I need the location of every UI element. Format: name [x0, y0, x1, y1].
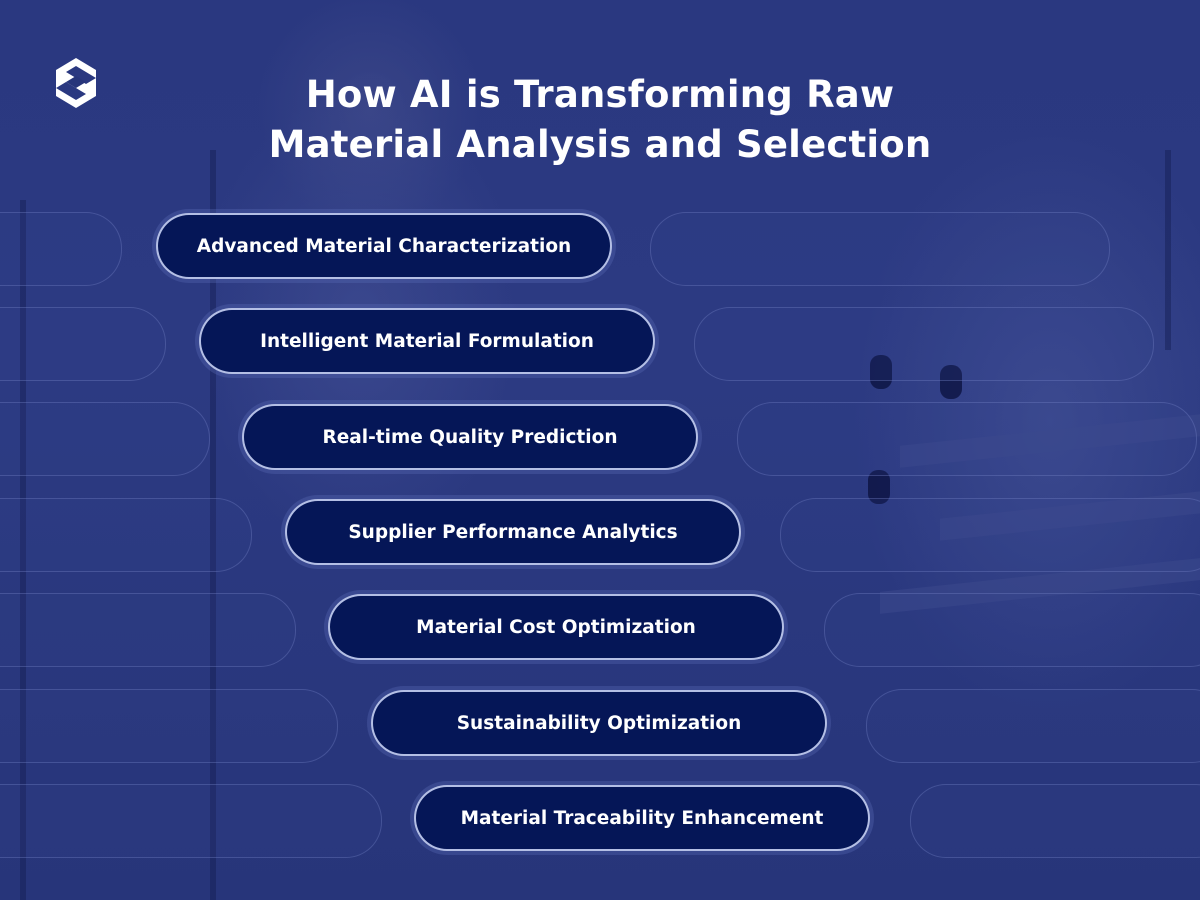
ghost-bubble: [0, 212, 122, 286]
pole-decoration: [1165, 150, 1171, 350]
hex-decoration: [940, 365, 962, 399]
item-material-cost-optimization[interactable]: Material Cost Optimization: [328, 594, 784, 660]
item-supplier-performance-analytics[interactable]: Supplier Performance Analytics: [285, 499, 741, 565]
ghost-bubble: [824, 593, 1200, 667]
hex-decoration: [868, 470, 890, 504]
ghost-bubble: [694, 307, 1154, 381]
ghost-bubble: [0, 784, 382, 858]
s-logo-icon: [56, 58, 96, 108]
page-title: How AI is Transforming Raw Material Anal…: [150, 70, 1050, 170]
ghost-bubble: [910, 784, 1200, 858]
title-line-1: How AI is Transforming Raw: [305, 73, 895, 116]
ghost-bubble: [0, 498, 252, 572]
item-intelligent-material-formulation[interactable]: Intelligent Material Formulation: [199, 308, 655, 374]
item-sustainability-optimization[interactable]: Sustainability Optimization: [371, 690, 827, 756]
hex-decoration: [870, 355, 892, 389]
ghost-bubble: [0, 402, 210, 476]
item-real-time-quality-prediction[interactable]: Real-time Quality Prediction: [242, 404, 698, 470]
ghost-bubble: [737, 402, 1197, 476]
ghost-bubble: [0, 307, 166, 381]
title-line-2: Material Analysis and Selection: [268, 123, 932, 166]
item-advanced-material-characterization[interactable]: Advanced Material Characterization: [156, 213, 612, 279]
ghost-bubble: [780, 498, 1200, 572]
ghost-bubble: [0, 689, 338, 763]
item-material-traceability-enhancement[interactable]: Material Traceability Enhancement: [414, 785, 870, 851]
pole-decoration: [20, 200, 26, 900]
ghost-bubble: [0, 593, 296, 667]
ghost-bubble: [650, 212, 1110, 286]
pole-decoration: [210, 150, 216, 900]
ghost-bubble: [866, 689, 1200, 763]
